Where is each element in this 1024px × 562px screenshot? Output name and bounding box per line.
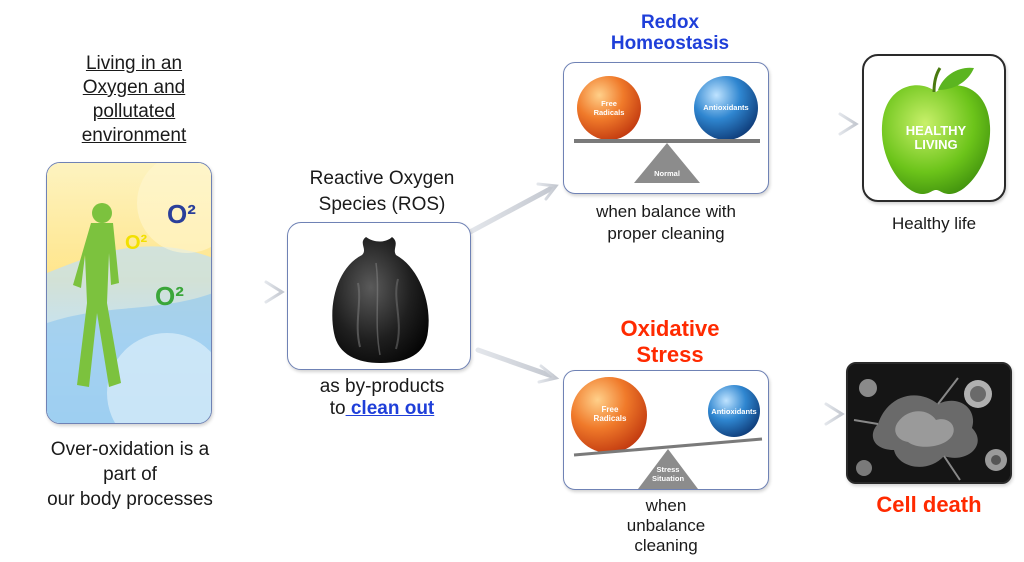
arrow-ros-to-homeostasis bbox=[467, 182, 559, 235]
arrow-homeostasis-to-healthy bbox=[775, 112, 859, 136]
ros-image-box bbox=[287, 222, 471, 370]
oxidative-stress-heading: Oxidative Stress bbox=[620, 316, 720, 367]
garbage-bag-icon bbox=[332, 237, 429, 363]
cell-death-image-box bbox=[846, 362, 1012, 484]
balanced-scale-illustration bbox=[574, 76, 760, 183]
balance-normal-box: Free Radicals Antioxidants Normal bbox=[563, 62, 769, 194]
o2-label-yellow: O² bbox=[125, 232, 148, 254]
dying-cell-micrograph bbox=[848, 364, 1010, 482]
o2-label-blue: O² bbox=[167, 199, 196, 229]
free-radicals-label-bottom: Free Radicals bbox=[593, 405, 627, 423]
balance-caption: when balance with proper cleaning bbox=[596, 202, 736, 243]
over-oxidation-caption: Over-oxidation is a part of our body pro… bbox=[47, 439, 213, 510]
cell-death-caption: Cell death bbox=[876, 492, 982, 517]
o2-label-green: O² bbox=[155, 281, 184, 311]
stress-situation-label: Stress Situation bbox=[651, 465, 685, 483]
unbalance-caption: when unbalance cleaning bbox=[626, 496, 706, 555]
tilted-scale-illustration bbox=[571, 377, 763, 489]
healthy-life-caption: Healthy life bbox=[891, 214, 977, 233]
walking-person-figure bbox=[73, 203, 121, 387]
arrow-stress-to-celldeath bbox=[779, 402, 845, 426]
oxygen-environment-illustration: O² O² O² bbox=[47, 163, 211, 423]
antioxidants-label-bottom: Antioxidants bbox=[711, 407, 757, 416]
environment-image-box: O² O² O² bbox=[46, 162, 212, 424]
imbalance-stress-box: Free Radicals Antioxidants Stress Situat… bbox=[563, 370, 769, 490]
green-apple-icon bbox=[881, 67, 991, 194]
arrow-left-to-ros bbox=[215, 280, 285, 304]
environment-heading: Living in an Oxygen and pollutated envir… bbox=[81, 53, 187, 146]
free-radicals-label-top: Free Radicals bbox=[593, 99, 625, 117]
clean-out-link[interactable]: clean out bbox=[345, 398, 435, 419]
healthy-living-badge: HEALTHY LIVING bbox=[905, 123, 967, 152]
healthy-living-box: HEALTHY LIVING bbox=[862, 54, 1006, 202]
antioxidants-label-top: Antioxidants bbox=[703, 103, 749, 112]
arrow-ros-to-stress bbox=[475, 347, 560, 384]
normal-label: Normal bbox=[654, 169, 680, 178]
by-products-caption: as by-products to clean out bbox=[319, 376, 445, 419]
redox-homeostasis-heading: Redox Homeostasis bbox=[610, 12, 730, 54]
ros-title: Reactive Oxygen Species (ROS) bbox=[309, 168, 455, 215]
